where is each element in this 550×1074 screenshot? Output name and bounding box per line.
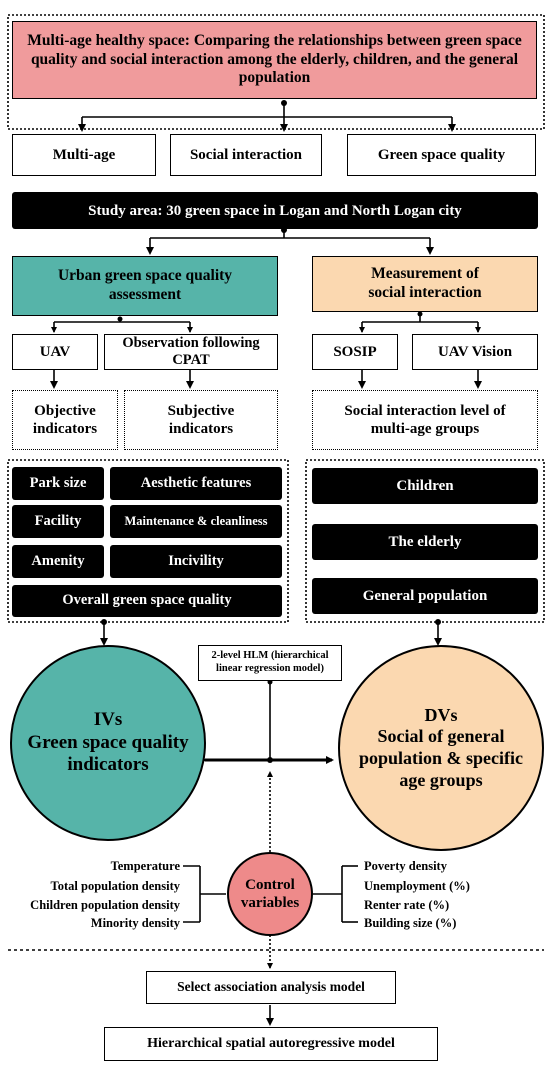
item-label: Aesthetic features xyxy=(140,474,252,491)
item-label: Amenity xyxy=(31,552,85,569)
group-children: Children xyxy=(312,468,538,504)
control-left-4: Minority density xyxy=(90,916,180,930)
uav-vision-box: UAV Vision xyxy=(412,334,538,370)
theme-label: Social interaction xyxy=(189,147,303,163)
theme-label: Green space quality xyxy=(377,147,506,163)
final-model-box: Hierarchical spatial autoregressive mode… xyxy=(104,1027,438,1061)
item-label: Park size xyxy=(29,474,87,491)
group-general-population: General population xyxy=(312,578,538,614)
group-elderly: The elderly xyxy=(312,524,538,560)
hlm-label-box: 2-level HLM (hierarchical linear regress… xyxy=(198,645,342,681)
control-right-2: Unemployment (%) xyxy=(364,879,470,893)
ivs-subtitle: Green space quality indicators xyxy=(27,731,189,776)
theme-multi-age: Multi-age xyxy=(12,134,156,176)
subjective-label: Subjective indicators xyxy=(167,403,235,437)
control-right-4: Building size (%) xyxy=(364,916,457,930)
select-model-box: Select association analysis model xyxy=(146,971,396,1004)
dvs-subtitle: Social of general population & specific … xyxy=(358,726,523,790)
uav-label: UAV xyxy=(39,344,71,360)
control-variables-circle: Control variables xyxy=(227,852,313,936)
group-label: Children xyxy=(396,478,454,494)
social-level-box: Social interaction level of multi-age gr… xyxy=(312,390,538,450)
overall-quality-item: Overall green space quality xyxy=(12,585,282,617)
group-label: The elderly xyxy=(388,534,462,550)
subjective-indicators: Subjective indicators xyxy=(124,390,278,450)
dvs-title: DVs xyxy=(424,704,458,725)
observation-label: Observation following CPAT xyxy=(122,334,260,368)
park-size-item: Park size xyxy=(12,467,104,500)
quality-assessment-header: Urban green space quality assessment xyxy=(12,256,278,316)
control-left-1: Temperature xyxy=(110,859,180,873)
item-label: Facility xyxy=(34,512,82,529)
quality-assessment-text: Urban green space quality assessment xyxy=(57,267,233,303)
sosip-box: SOSIP xyxy=(312,334,398,370)
select-model-label: Select association analysis model xyxy=(177,979,365,995)
control-right-1: Poverty density xyxy=(364,859,447,873)
item-label: Maintenance & cleanliness xyxy=(124,514,268,528)
final-model-label: Hierarchical spatial autoregressive mode… xyxy=(147,1035,395,1051)
objective-label: Objective indicators xyxy=(32,403,98,437)
ivs-circle: IVs Green space quality indicators xyxy=(10,645,206,841)
social-interaction-header: Measurement of social interaction xyxy=(312,256,538,312)
social-interaction-text: Measurement of social interaction xyxy=(368,265,482,301)
theme-social-interaction: Social interaction xyxy=(170,134,322,176)
observation-box: Observation following CPAT xyxy=(104,334,278,370)
study-title: Multi-age healthy space: Comparing the r… xyxy=(12,21,537,99)
sosip-label: SOSIP xyxy=(333,344,377,360)
item-label: Overall green space quality xyxy=(62,592,232,609)
uav-vision-label: UAV Vision xyxy=(437,344,513,360)
amenity-item: Amenity xyxy=(12,545,104,578)
item-label: Incivility xyxy=(168,552,224,569)
control-right-3: Renter rate (%) xyxy=(364,898,450,912)
control-label: Control variables xyxy=(240,877,300,911)
control-left-3: Children population density xyxy=(30,898,180,912)
incivility-item: Incivility xyxy=(110,545,282,578)
theme-label: Multi-age xyxy=(52,147,116,163)
theme-green-space-quality: Green space quality xyxy=(347,134,536,176)
maintenance-item: Maintenance & cleanliness xyxy=(110,505,282,538)
social-level-label: Social interaction level of multi-age gr… xyxy=(344,403,506,437)
hlm-label-text: 2-level HLM (hierarchical linear regress… xyxy=(211,650,329,674)
facility-item: Facility xyxy=(12,505,104,538)
study-title-text: Multi-age healthy space: Comparing the r… xyxy=(27,32,522,87)
objective-indicators: Objective indicators xyxy=(12,390,118,450)
group-label: General population xyxy=(362,588,488,604)
dvs-circle: DVs Social of general population & speci… xyxy=(338,645,544,851)
control-left-2: Total population density xyxy=(50,879,180,893)
study-area-bar: Study area: 30 green space in Logan and … xyxy=(12,192,538,229)
study-area-text: Study area: 30 green space in Logan and … xyxy=(88,202,462,219)
aesthetic-features-item: Aesthetic features xyxy=(110,467,282,500)
ivs-title: IVs xyxy=(93,708,123,730)
uav-box: UAV xyxy=(12,334,98,370)
